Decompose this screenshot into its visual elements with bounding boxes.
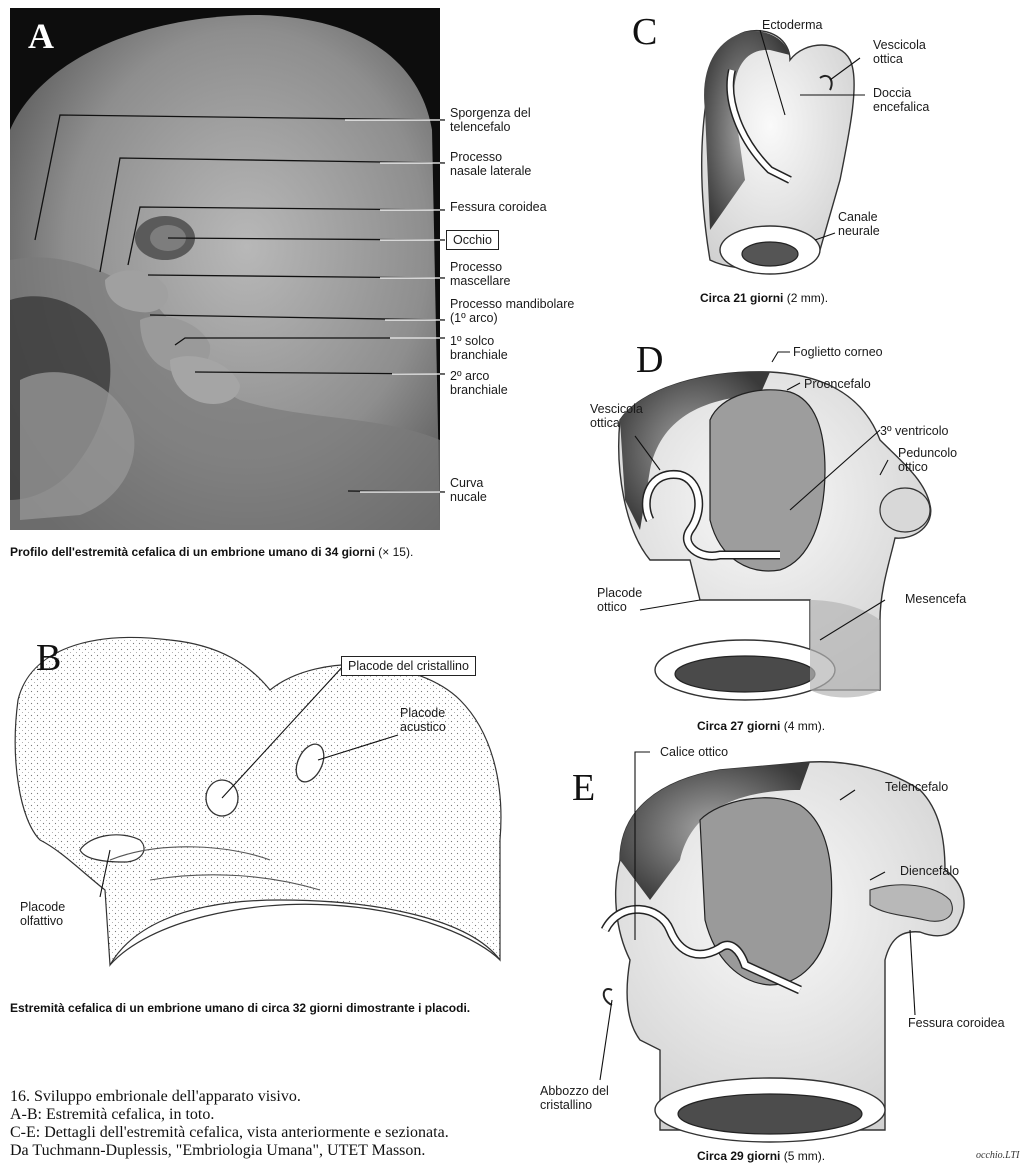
label-placode-cristallino: Placode del cristallino xyxy=(341,656,476,676)
footer-line-4: Da Tuchmann-Duplessis, "Embriologia Uman… xyxy=(10,1142,449,1160)
panel-c-drawing xyxy=(702,31,854,274)
panel-e-letter: E xyxy=(572,768,595,808)
label-calice-ottico: Calice ottico xyxy=(660,745,728,759)
label-fessura-coroidea-e: Fessura coroidea xyxy=(908,1016,1005,1030)
label-foglietto-corneo: Foglietto corneo xyxy=(793,345,883,359)
panel-b-letter: B xyxy=(36,638,61,678)
panel-a-caption: Profilo dell'estremità cefalica di un em… xyxy=(10,544,455,561)
panel-b-caption: Estremità cefalica di un embrione umano … xyxy=(10,1000,490,1017)
label-ectoderma: Ectoderma xyxy=(762,18,822,32)
label-occhio: Occhio xyxy=(446,230,499,250)
footer-line-1: 16. Sviluppo embrionale dell'apparato vi… xyxy=(10,1088,449,1106)
panel-a-letter: A xyxy=(28,16,54,56)
panel-e-caption: Circa 29 giorni (5 mm). xyxy=(697,1148,825,1165)
figure-footer-caption: 16. Sviluppo embrionale dell'apparato vi… xyxy=(10,1088,449,1160)
panel-d-caption: Circa 27 giorni (4 mm). xyxy=(697,718,825,735)
label-processo-mandibolare: Processo mandibolare(1º arco) xyxy=(450,297,574,325)
label-diencefalo: Diencefalo xyxy=(900,864,959,878)
label-telencefalo: Telencefalo xyxy=(885,780,948,794)
label-fessura-coroidea-a: Fessura coroidea xyxy=(450,200,547,214)
panel-b-drawing xyxy=(15,638,501,966)
footer-line-3: C-E: Dettagli dell'estremità cefalica, v… xyxy=(10,1124,449,1142)
label-proencefalo: Proencefalo xyxy=(804,377,871,391)
panel-c-caption: Circa 21 giorni (2 mm). xyxy=(700,290,828,307)
label-3-ventricolo: 3º ventricolo xyxy=(880,424,949,438)
panel-d-letter: D xyxy=(636,340,663,380)
label-mesencefalo: Mesencefa xyxy=(905,592,966,606)
panel-d-drawing xyxy=(619,372,931,700)
file-tag: occhio.LTI xyxy=(976,1150,1019,1161)
footer-line-2: A-B: Estremità cefalica, in toto. xyxy=(10,1106,449,1124)
panel-a-photo xyxy=(10,8,440,530)
panel-c-letter: C xyxy=(632,12,657,52)
panel-e-drawing xyxy=(604,762,964,1142)
